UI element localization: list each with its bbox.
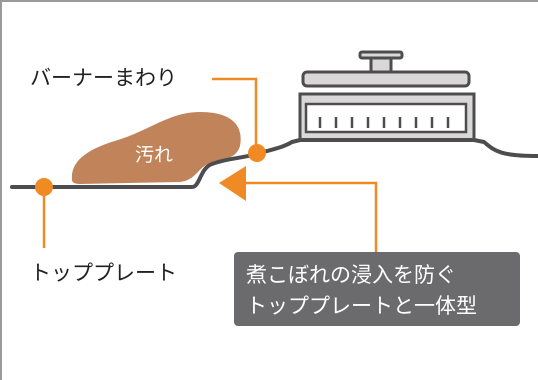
top-plate-label: トッププレート bbox=[30, 261, 177, 285]
burner-inner bbox=[304, 102, 468, 134]
burner-ports bbox=[318, 117, 450, 128]
callout-line-2: トッププレートと一体型 bbox=[246, 294, 477, 318]
callout-line-1: 煮こぼれの浸入を防ぐ bbox=[246, 263, 456, 287]
burner-knob-cap bbox=[358, 50, 404, 60]
burner-area-leader bbox=[212, 77, 258, 152]
burner-area-label: バーナーまわり bbox=[30, 66, 177, 90]
top-plate-dot bbox=[35, 178, 53, 196]
dirt-blob bbox=[71, 112, 241, 184]
callout-box: 煮こぼれの浸入を防ぐ トッププレートと一体型 bbox=[234, 252, 520, 326]
arrow-head bbox=[219, 166, 246, 201]
dirt-label: 汚れ bbox=[135, 144, 174, 166]
callout-leader bbox=[244, 181, 378, 252]
burner-assembly bbox=[298, 50, 476, 142]
burner-cap bbox=[301, 70, 471, 88]
burner-area-dot bbox=[248, 144, 266, 162]
